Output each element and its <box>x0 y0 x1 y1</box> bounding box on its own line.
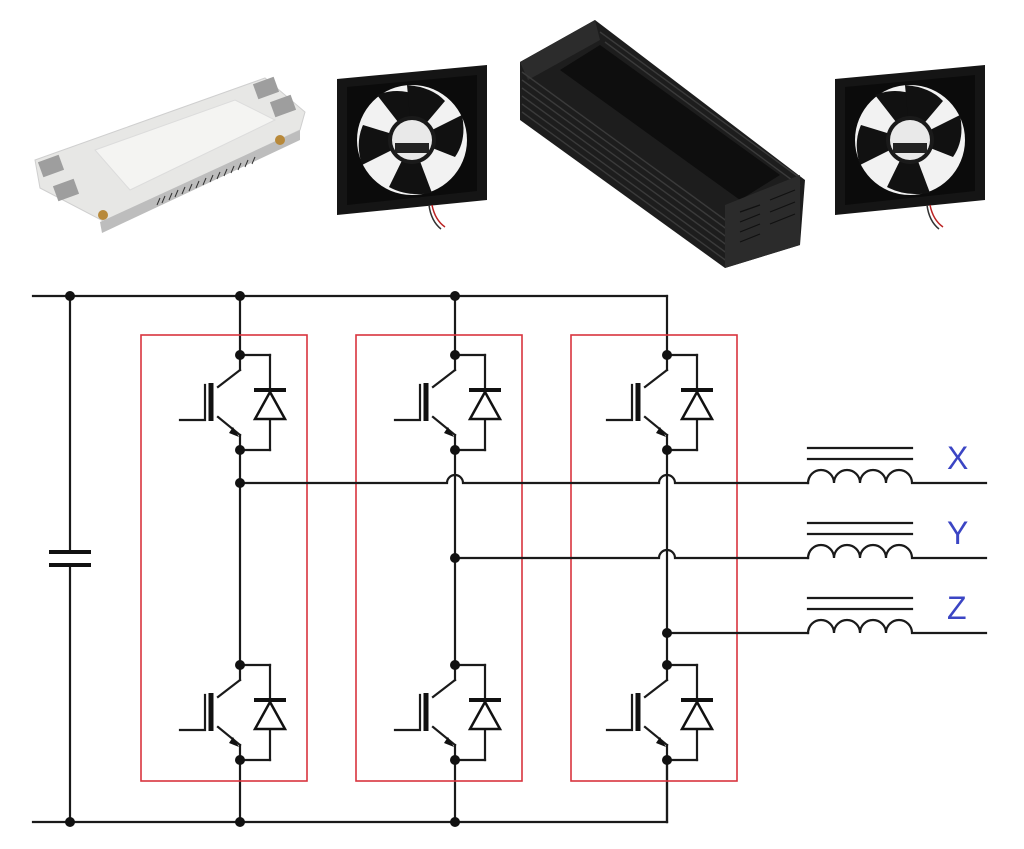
igbt-leg-1-upper <box>180 350 286 455</box>
dc-link-capacitor <box>49 291 91 827</box>
module-box-leg-1 <box>140 334 308 782</box>
cooling-fan-right-photo <box>834 64 986 230</box>
output-label-z: Z <box>947 590 967 626</box>
igbt-module-photo <box>34 76 306 233</box>
inductor-z <box>806 596 988 635</box>
heatsink-photo <box>520 20 805 268</box>
igbt-leg-3-upper <box>607 350 713 455</box>
inductor-x <box>806 446 988 485</box>
output-label-x: X <box>947 440 968 476</box>
igbt-leg-3-lower <box>607 660 713 765</box>
phase-x-wire <box>238 473 810 485</box>
igbt-leg-2-lower <box>395 660 501 765</box>
output-label-y: Y <box>947 515 968 551</box>
igbt-leg-2-upper <box>395 350 501 455</box>
inductor-y <box>806 521 988 560</box>
inverter-schematic: X Y Z <box>31 291 988 827</box>
phase-y-wire <box>453 548 810 560</box>
cooling-fan-left-photo <box>336 64 488 230</box>
igbt-leg-1-lower <box>180 660 286 765</box>
